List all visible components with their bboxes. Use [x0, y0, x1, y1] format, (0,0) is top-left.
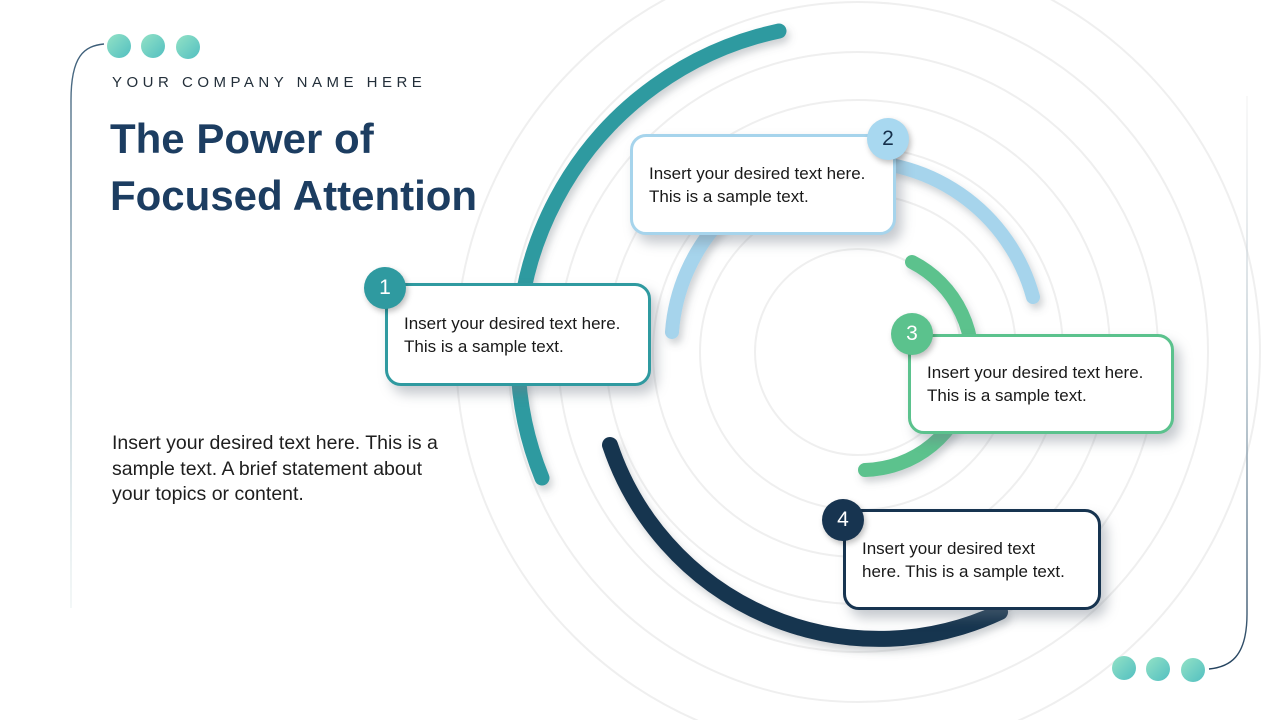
callout-step-3[interactable]: 3 Insert your desired text here. This is…: [891, 313, 1174, 434]
slide-description[interactable]: Insert your desired text here. This is a…: [112, 432, 438, 505]
bottom-right-corner-line: [1208, 96, 1248, 670]
callout-text-4: Insert your desired text here. This is a…: [862, 538, 1065, 581]
dot-icon: [141, 34, 165, 58]
callout-step-4[interactable]: 4 Insert your desired text here. This is…: [822, 499, 1101, 610]
callout-step-2[interactable]: 2 Insert your desired text here. This is…: [630, 118, 909, 235]
slide-title-line-2: Focused Attention: [110, 172, 478, 219]
top-left-dots: [107, 34, 200, 59]
step-number-badge-1: 1: [364, 267, 406, 309]
callout-text-1: Insert your desired text here. This is a…: [404, 313, 621, 356]
arc-step-1: [510, 23, 787, 486]
dot-icon: [107, 34, 131, 58]
dot-icon: [176, 35, 200, 59]
dot-icon: [1112, 656, 1136, 680]
dot-icon: [1146, 657, 1170, 681]
company-name[interactable]: YOUR COMPANY NAME HERE: [112, 74, 427, 91]
slide-title-line-1: The Power of: [110, 115, 374, 162]
dot-icon: [1181, 658, 1205, 682]
top-left-corner-line: [70, 43, 105, 608]
callout-text-2: Insert your desired text here. This is a…: [649, 163, 866, 206]
bottom-right-dots: [1112, 656, 1205, 682]
step-number-badge-2: 2: [867, 118, 909, 160]
step-number-badge-3: 3: [891, 313, 933, 355]
slide-title[interactable]: The Power of Focused Attention: [110, 110, 580, 224]
arc-step-4: [602, 437, 1008, 647]
step-number-badge-4: 4: [822, 499, 864, 541]
callout-text-3: Insert your desired text here. This is a…: [927, 363, 1144, 405]
callout-step-1[interactable]: 1 Insert your desired text here. This is…: [364, 267, 651, 386]
